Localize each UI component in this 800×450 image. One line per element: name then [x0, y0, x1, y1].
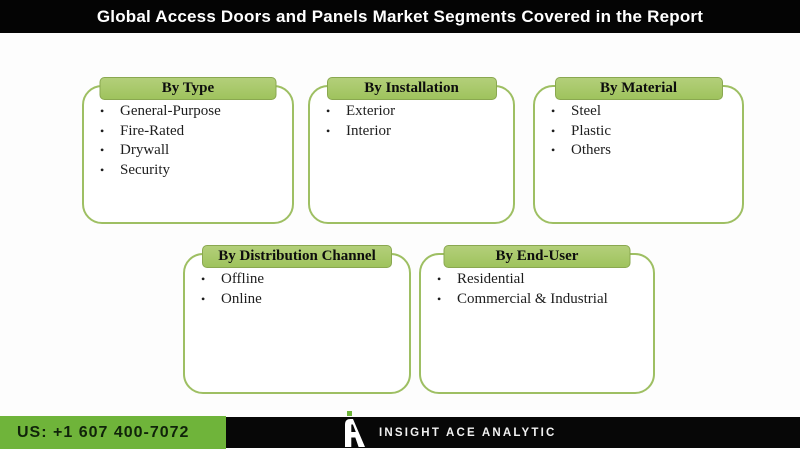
item-label: Others: [571, 142, 611, 158]
bullet-icon: •: [551, 143, 556, 157]
bullet-icon: •: [100, 162, 105, 177]
segment-box-by-type: By Type • General-Purpose • Fire-Rated • Dr…: [82, 77, 294, 224]
list-item: • General-Purpose: [100, 102, 286, 122]
brand-bar: INSIGHT ACE ANALYTIC: [226, 411, 800, 448]
segment-tab-by-type: By Type: [99, 77, 277, 100]
page-title: Global Access Doors and Panels Market Se…: [96, 6, 704, 26]
item-label: Interior: [346, 122, 391, 139]
item-label: General-Purpose: [120, 103, 221, 119]
list-item: • Online: [201, 290, 403, 310]
list-item: • Residential: [437, 270, 647, 290]
list-item: • Fire-Rated: [100, 122, 286, 142]
segment-box-by-distribution-channel: By Distribution Channel • Offline • Online: [183, 245, 411, 394]
brand-name: INSIGHT ACE ANALYTIC: [379, 426, 557, 439]
bullet-icon: •: [326, 123, 331, 138]
list-item: • Drywall: [100, 141, 286, 161]
bullet-icon: •: [551, 123, 556, 138]
bullet-icon: •: [326, 104, 331, 118]
phone-badge: US: +1 607 400-7072: [0, 416, 226, 449]
bullet-icon: •: [551, 104, 556, 118]
ia-monogram-icon: [345, 411, 365, 447]
segment-tab-by-installation: By Installation: [326, 77, 497, 100]
segment-box-by-end-user: By End-User • Residential • Commercial & I…: [419, 245, 655, 394]
segment-tab-by-end-user: By End-User: [443, 245, 631, 268]
bullet-icon: •: [100, 123, 105, 138]
segment-list-by-end-user: • Residential • Commercial & Industrial: [421, 255, 653, 309]
item-label: Drywall: [120, 142, 170, 158]
segment-box-by-material: By Material • Steel • Plastic • Others: [533, 77, 744, 224]
item-label: Residential: [457, 271, 525, 287]
segment-list-by-material: • Steel • Plastic • Others: [535, 87, 742, 161]
segment-box-by-installation: By Installation • Exterior • Interior: [308, 77, 515, 224]
segment-list-by-installation: • Exterior • Interior: [310, 87, 513, 141]
item-label: Online: [221, 290, 262, 307]
phone-label: US: +1 607 400-7072: [17, 423, 190, 441]
item-label: Fire-Rated: [120, 122, 185, 139]
list-item: • Commercial & Industrial: [437, 290, 647, 310]
list-item: • Offline: [201, 270, 403, 290]
title-bar: Global Access Doors and Panels Market Se…: [0, 0, 800, 33]
bullet-icon: •: [437, 272, 442, 286]
item-label: Offline: [221, 271, 265, 287]
bullet-icon: •: [100, 104, 105, 118]
list-item: • Exterior: [326, 102, 507, 122]
list-item: • Steel: [551, 102, 736, 122]
bullet-icon: •: [201, 272, 206, 286]
list-item: • Interior: [326, 122, 507, 142]
item-label: Exterior: [346, 103, 396, 119]
item-label: Security: [120, 161, 170, 178]
list-item: • Plastic: [551, 122, 736, 142]
list-item: • Others: [551, 141, 736, 161]
segment-tab-by-material: By Material: [554, 77, 723, 100]
bullet-icon: •: [437, 291, 442, 306]
bullet-icon: •: [201, 291, 206, 306]
list-item: • Security: [100, 161, 286, 181]
bullet-icon: •: [100, 143, 105, 157]
item-label: Steel: [571, 103, 601, 119]
item-label: Plastic: [571, 122, 611, 139]
segment-list-by-type: • General-Purpose • Fire-Rated • Drywall • S…: [84, 87, 292, 180]
segment-tab-by-distribution-channel: By Distribution Channel: [202, 245, 392, 268]
item-label: Commercial & Industrial: [457, 290, 608, 307]
segment-list-by-distribution-channel: • Offline • Online: [185, 255, 409, 309]
